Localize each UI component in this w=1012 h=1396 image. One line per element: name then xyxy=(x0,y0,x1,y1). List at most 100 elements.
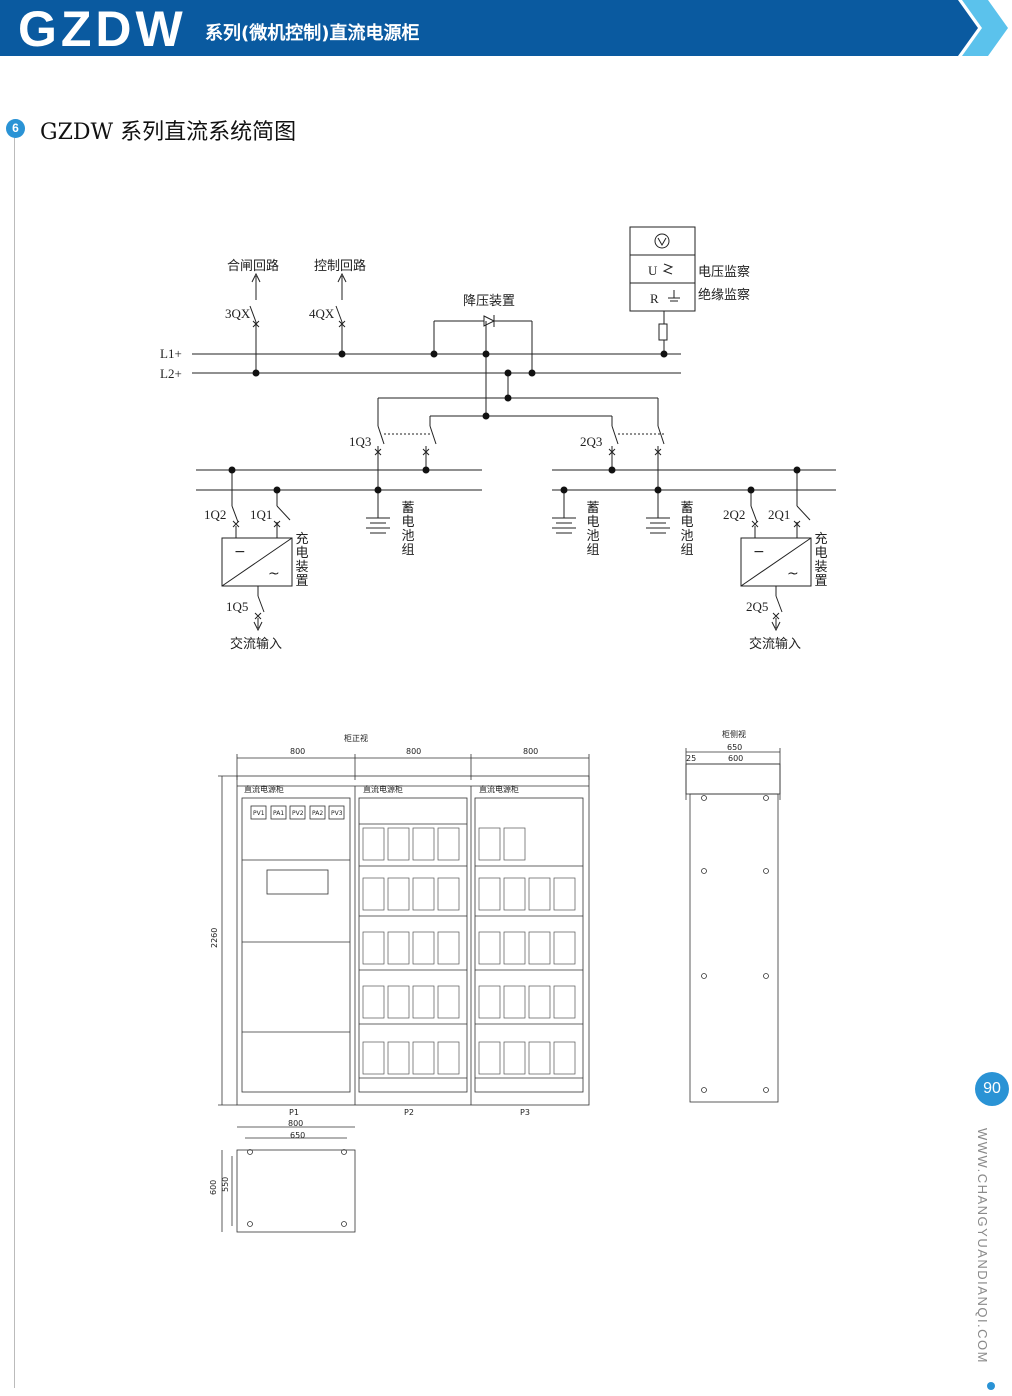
panel-p2: P2 xyxy=(404,1108,414,1117)
base-dim-depth-inner: 550 xyxy=(221,1177,230,1192)
dim-side-offset: 25 xyxy=(686,754,696,763)
header-banner xyxy=(0,0,1008,56)
battery-module xyxy=(528,985,551,1019)
label-voltage-monitor: 电压监察 xyxy=(698,265,750,280)
dim-height: 2260 xyxy=(210,928,219,948)
battery-module xyxy=(528,877,551,911)
website-url: WWW.CHANGYUANDIANQI.COM xyxy=(975,1128,990,1364)
battery-module xyxy=(478,985,501,1019)
dc-system-schematic: −~ −~ U R 合闸回路 控制回路 降压装置 电压监察 绝缘监察 交流输入 … xyxy=(160,226,836,652)
battery-module xyxy=(437,877,460,911)
battery-module xyxy=(387,985,410,1019)
meter-pa1: PA1 xyxy=(273,810,284,817)
bus-l1: L1+ xyxy=(160,346,182,361)
battery-module xyxy=(553,985,576,1019)
battery-module xyxy=(412,931,435,965)
label-battery-2: 蓄电池组 xyxy=(586,501,599,558)
meter-pa2: PA2 xyxy=(312,810,323,817)
bus-l2: L2+ xyxy=(160,366,182,381)
svg-text:−: − xyxy=(753,544,765,560)
battery-module xyxy=(503,931,526,965)
page-number-badge: 90 xyxy=(975,1072,1009,1106)
front-view-title: 柜正视 xyxy=(344,733,368,743)
breaker-1q3: 1Q3 xyxy=(349,434,371,449)
dim-side-depth: 650 xyxy=(727,743,742,752)
battery-module xyxy=(503,827,526,861)
section-title: GZDW 系列直流系统简图 xyxy=(40,120,297,145)
dim-side-inner: 600 xyxy=(728,754,743,763)
brand-title: GZDW xyxy=(18,1,187,57)
battery-module xyxy=(362,877,385,911)
battery-module xyxy=(478,1041,501,1075)
dim-width-3: 800 xyxy=(523,747,538,756)
breaker-2q5: 2Q5 xyxy=(746,599,768,614)
battery-module xyxy=(553,1041,576,1075)
breaker-2q1: 2Q1 xyxy=(768,507,790,522)
battery-module xyxy=(387,827,410,861)
battery-module xyxy=(478,931,501,965)
panel-p3: P3 xyxy=(520,1108,530,1117)
base-dim-depth: 600 xyxy=(209,1180,218,1195)
label-step-down-device: 降压装置 xyxy=(463,294,515,309)
base-dim-width: 800 xyxy=(288,1119,303,1128)
header-subtitle: 系列(微机控制)直流电源柜 xyxy=(205,23,420,44)
label-insulation-monitor: 绝缘监察 xyxy=(698,287,750,303)
label-battery-1: 蓄电池组 xyxy=(401,501,414,558)
panel-title-1: 直流电源柜 xyxy=(244,784,284,794)
svg-text:~: ~ xyxy=(787,566,799,582)
battery-module xyxy=(412,985,435,1019)
label-control-circuit: 控制回路 xyxy=(314,258,366,274)
battery-module xyxy=(503,985,526,1019)
breaker-3qx: 3QX xyxy=(225,306,251,321)
side-view-title: 柜侧视 xyxy=(722,729,746,739)
battery-module xyxy=(362,1041,385,1075)
battery-module xyxy=(553,877,576,911)
battery-module xyxy=(387,877,410,911)
battery-module xyxy=(503,877,526,911)
page-header: GZDW 系列(微机控制)直流电源柜 xyxy=(0,0,1012,58)
breaker-2q3: 2Q3 xyxy=(580,434,602,449)
base-dim-inner: 650 xyxy=(290,1131,305,1140)
battery-module xyxy=(528,931,551,965)
battery-module xyxy=(387,931,410,965)
breaker-4qx: 4QX xyxy=(309,306,335,321)
battery-module xyxy=(412,877,435,911)
meter-pv1: PV1 xyxy=(253,810,265,817)
monitor-symbol-u: U xyxy=(648,263,658,278)
label-ac-input-left: 交流输入 xyxy=(230,636,282,652)
battery-module xyxy=(437,827,460,861)
breaker-1q2: 1Q2 xyxy=(204,507,226,522)
meter-pv3: PV3 xyxy=(331,810,343,817)
battery-module xyxy=(437,985,460,1019)
battery-module xyxy=(437,1041,460,1075)
label-charger-right: 充电装置 xyxy=(814,531,827,589)
battery-module xyxy=(412,1041,435,1075)
panel-p1: P1 xyxy=(289,1108,299,1117)
svg-text:−: − xyxy=(234,544,246,560)
breaker-1q5: 1Q5 xyxy=(226,599,248,614)
monitor-symbol-r: R xyxy=(650,291,659,306)
battery-module xyxy=(478,877,501,911)
label-ac-input-right: 交流输入 xyxy=(749,636,801,652)
dim-width-2: 800 xyxy=(406,747,421,756)
label-battery-3: 蓄电池组 xyxy=(680,501,693,558)
meter-pv2: PV2 xyxy=(292,810,304,817)
label-closing-circuit: 合闸回路 xyxy=(227,258,279,274)
battery-module xyxy=(412,827,435,861)
battery-module xyxy=(503,1041,526,1075)
battery-module xyxy=(437,931,460,965)
svg-text:~: ~ xyxy=(268,566,280,582)
section-number-badge: 6 xyxy=(6,119,25,138)
label-charger-left: 充电装置 xyxy=(295,531,308,589)
battery-module xyxy=(553,931,576,965)
panel-title-3: 直流电源柜 xyxy=(479,784,519,794)
battery-module xyxy=(362,827,385,861)
battery-module xyxy=(387,1041,410,1075)
breaker-2q2: 2Q2 xyxy=(723,507,745,522)
dim-width-1: 800 xyxy=(290,747,305,756)
battery-module xyxy=(362,931,385,965)
battery-module xyxy=(478,827,501,861)
panel-title-2: 直流电源柜 xyxy=(363,784,403,794)
footer-dot xyxy=(987,1382,995,1390)
breaker-1q1: 1Q1 xyxy=(250,507,272,522)
